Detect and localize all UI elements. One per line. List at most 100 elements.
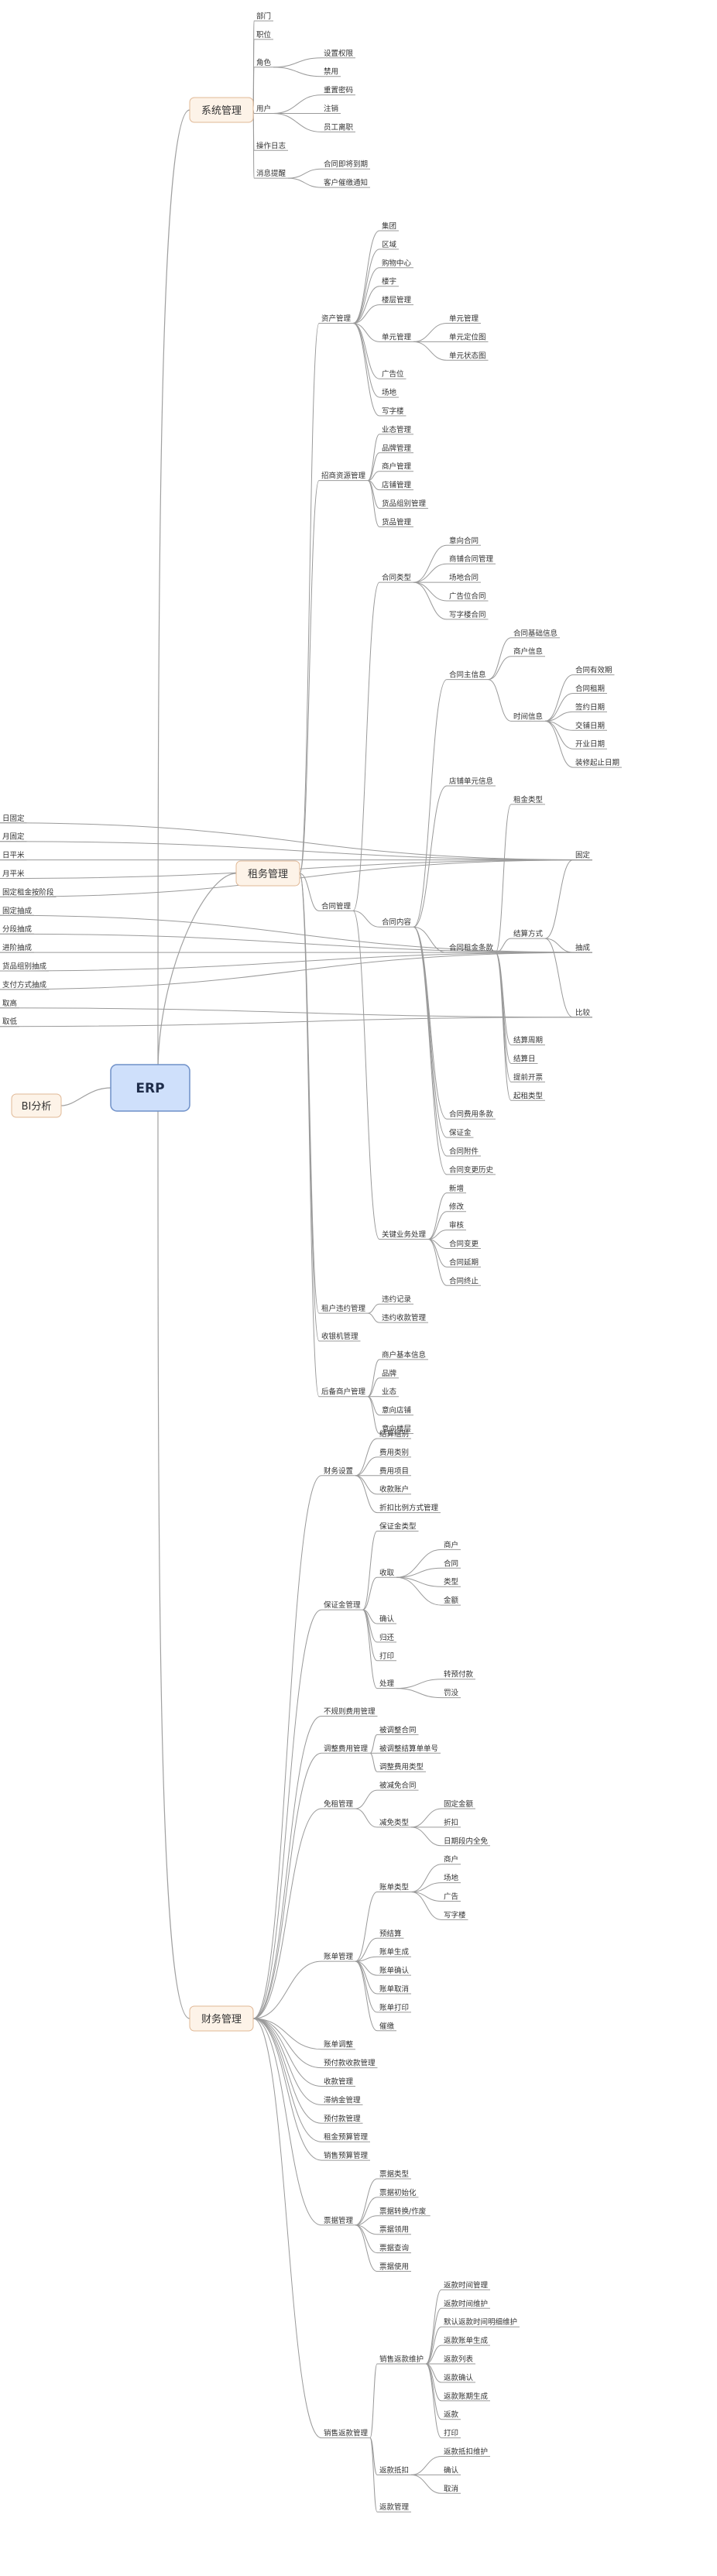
mindmap-node[interactable]: 处理 bbox=[379, 1679, 395, 1689]
mindmap-node[interactable]: 违约收款管理 bbox=[382, 1313, 427, 1322]
mindmap-node[interactable]: 调整费用类型 bbox=[379, 1762, 424, 1772]
mindmap-node[interactable]: 日平米 bbox=[2, 851, 25, 860]
mindmap-node[interactable]: 分段抽成 bbox=[2, 924, 33, 934]
mindmap-node[interactable]: 返款时间维护 bbox=[444, 2299, 488, 2308]
mindmap-node[interactable]: 票据使用 bbox=[379, 2262, 409, 2272]
mindmap-node[interactable]: 合同费用条款 bbox=[449, 1110, 494, 1119]
mindmap-node[interactable]: 租金类型 bbox=[513, 795, 544, 804]
branch-node-bi[interactable] bbox=[11, 1093, 62, 1118]
mindmap-node[interactable]: 票据转换/作废 bbox=[379, 2207, 427, 2216]
mindmap-node[interactable]: 合同 bbox=[444, 1559, 458, 1568]
mindmap-node[interactable]: 禁用 bbox=[324, 68, 338, 77]
mindmap-node[interactable]: 意向楼层 bbox=[382, 1425, 411, 1434]
mindmap-node[interactable]: 店铺管理 bbox=[382, 481, 412, 490]
mindmap-node[interactable]: 合同延期 bbox=[449, 1257, 479, 1267]
mindmap-node[interactable]: 结算周期 bbox=[513, 1036, 543, 1045]
mindmap-node[interactable]: 品牌 bbox=[382, 1369, 397, 1378]
mindmap-node[interactable]: 销售返款维护 bbox=[379, 2355, 424, 2364]
root-node[interactable] bbox=[110, 1064, 190, 1112]
mindmap-node[interactable]: 固定 bbox=[575, 851, 591, 860]
mindmap-node[interactable]: 装修起止日期 bbox=[575, 758, 619, 767]
branch-node[interactable] bbox=[235, 860, 300, 887]
mindmap-node[interactable]: 新增 bbox=[449, 1184, 464, 1193]
mindmap-node[interactable]: 货品组别管理 bbox=[382, 499, 427, 509]
mindmap-node[interactable]: 取低 bbox=[2, 1017, 18, 1027]
mindmap-node[interactable]: 设置权限 bbox=[324, 49, 354, 58]
mindmap-node[interactable]: 货品组别抽成 bbox=[2, 962, 47, 971]
mindmap-node[interactable]: 合同内容 bbox=[382, 918, 412, 927]
mindmap-node[interactable]: 返款账期生成 bbox=[444, 2392, 489, 2401]
mindmap-node[interactable]: 预付款收款管理 bbox=[324, 2059, 376, 2068]
mindmap-node[interactable]: 资产管理 bbox=[321, 314, 352, 324]
mindmap-node[interactable]: 默认返款时间明细维护 bbox=[444, 2317, 517, 2327]
mindmap-node[interactable]: 月固定 bbox=[2, 832, 25, 842]
mindmap-node[interactable]: 票据管理 bbox=[324, 2216, 354, 2225]
mindmap-node[interactable]: 比较 bbox=[575, 1008, 591, 1017]
mindmap-node[interactable]: 商户管理 bbox=[382, 462, 412, 472]
mindmap-node[interactable]: 职位 bbox=[256, 30, 272, 39]
mindmap-node[interactable]: 商户基本信息 bbox=[382, 1350, 426, 1360]
mindmap-node[interactable]: 账单管理 bbox=[324, 1952, 354, 1961]
mindmap-node[interactable]: 免租管理 bbox=[324, 1799, 354, 1809]
mindmap-node[interactable]: 销售预算管理 bbox=[324, 2151, 369, 2160]
mindmap-node[interactable]: 折扣比例方式管理 bbox=[379, 1504, 439, 1513]
branch-node[interactable] bbox=[189, 97, 254, 123]
mindmap-node[interactable]: 店铺单元信息 bbox=[449, 777, 493, 786]
mindmap-node[interactable]: 招商资源管理 bbox=[321, 472, 366, 481]
mindmap-node[interactable]: 合同租期 bbox=[575, 684, 605, 694]
mindmap-node[interactable]: 重置密码 bbox=[324, 86, 353, 95]
mindmap-node[interactable]: 商户 bbox=[444, 1855, 458, 1864]
mindmap-node[interactable]: 修改 bbox=[449, 1202, 465, 1212]
mindmap-node[interactable]: 收银机管理 bbox=[321, 1332, 358, 1341]
mindmap-node[interactable]: 租户违约管理 bbox=[321, 1304, 366, 1313]
mindmap-node[interactable]: 票据类型 bbox=[379, 2170, 410, 2179]
mindmap-node[interactable]: 提前开票 bbox=[513, 1072, 544, 1082]
mindmap-node[interactable]: 合同主信息 bbox=[449, 671, 486, 680]
mindmap-node[interactable]: 单元定位图 bbox=[449, 332, 486, 341]
mindmap-node[interactable]: 合同变更历史 bbox=[449, 1165, 494, 1175]
mindmap-node[interactable]: 写字楼 bbox=[382, 406, 404, 416]
mindmap-node[interactable]: 广告位合同 bbox=[449, 592, 486, 601]
mindmap-node[interactable]: 业态管理 bbox=[382, 425, 412, 434]
mindmap-node[interactable]: 保证金类型 bbox=[379, 1522, 417, 1532]
mindmap-node[interactable]: 减免类型 bbox=[379, 1818, 410, 1827]
mindmap-node[interactable]: 合同变更 bbox=[449, 1240, 479, 1249]
mindmap-node[interactable]: 场地合同 bbox=[449, 573, 479, 582]
mindmap-node[interactable]: 员工离职 bbox=[324, 122, 354, 132]
mindmap-node[interactable]: 被调整合同 bbox=[379, 1725, 417, 1734]
mindmap-node[interactable]: 账单类型 bbox=[379, 1883, 410, 1892]
mindmap-node[interactable]: 财务设置 bbox=[324, 1466, 353, 1476]
mindmap-node[interactable]: 场地 bbox=[444, 1874, 459, 1883]
mindmap-node[interactable]: 调整费用管理 bbox=[324, 1744, 369, 1753]
mindmap-node[interactable]: 合同终止 bbox=[449, 1276, 479, 1285]
mindmap-node[interactable]: 收款管理 bbox=[324, 2077, 354, 2087]
mindmap-node[interactable]: 保证金管理 bbox=[324, 1600, 361, 1610]
mindmap-node[interactable]: 返款时间管理 bbox=[444, 2280, 489, 2290]
mindmap-node[interactable]: 合同租金条款 bbox=[449, 943, 494, 952]
mindmap-node[interactable]: 合同即将到期 bbox=[324, 159, 368, 169]
mindmap-node[interactable]: 楼层管理 bbox=[382, 296, 412, 305]
mindmap-node[interactable]: 日期段内全免 bbox=[444, 1837, 489, 1846]
mindmap-node[interactable]: 罚没 bbox=[444, 1689, 459, 1698]
mindmap-node[interactable]: 固定抽成 bbox=[2, 906, 33, 915]
mindmap-node[interactable]: 不规则费用管理 bbox=[324, 1707, 376, 1717]
mindmap-node[interactable]: 账单确认 bbox=[379, 1966, 410, 1975]
mindmap-node[interactable]: 账单打印 bbox=[379, 2003, 409, 2012]
mindmap-node[interactable]: 开业日期 bbox=[575, 740, 605, 749]
mindmap-node[interactable]: 折扣 bbox=[444, 1818, 458, 1827]
mindmap-node[interactable]: 广告 bbox=[444, 1892, 458, 1902]
mindmap-node[interactable]: 取高 bbox=[2, 999, 17, 1008]
mindmap-node[interactable]: 货品管理 bbox=[382, 517, 412, 527]
mindmap-node[interactable]: 收取 bbox=[379, 1568, 395, 1577]
mindmap-node[interactable]: 账单生成 bbox=[379, 1947, 410, 1957]
mindmap-node[interactable]: 归还 bbox=[379, 1633, 395, 1642]
mindmap-node[interactable]: 金额 bbox=[444, 1596, 459, 1605]
mindmap-node[interactable]: 预结算 bbox=[379, 1929, 402, 1938]
mindmap-node[interactable]: 集团 bbox=[382, 221, 396, 231]
mindmap-node[interactable]: 合同类型 bbox=[382, 573, 412, 582]
mindmap-node[interactable]: 楼宇 bbox=[382, 277, 396, 286]
mindmap-node[interactable]: 违约记录 bbox=[382, 1295, 412, 1304]
mindmap-node[interactable]: 部门 bbox=[256, 12, 271, 21]
mindmap-node[interactable]: 租金预算管理 bbox=[324, 2132, 369, 2142]
mindmap-node[interactable]: 打印 bbox=[444, 2429, 458, 2438]
